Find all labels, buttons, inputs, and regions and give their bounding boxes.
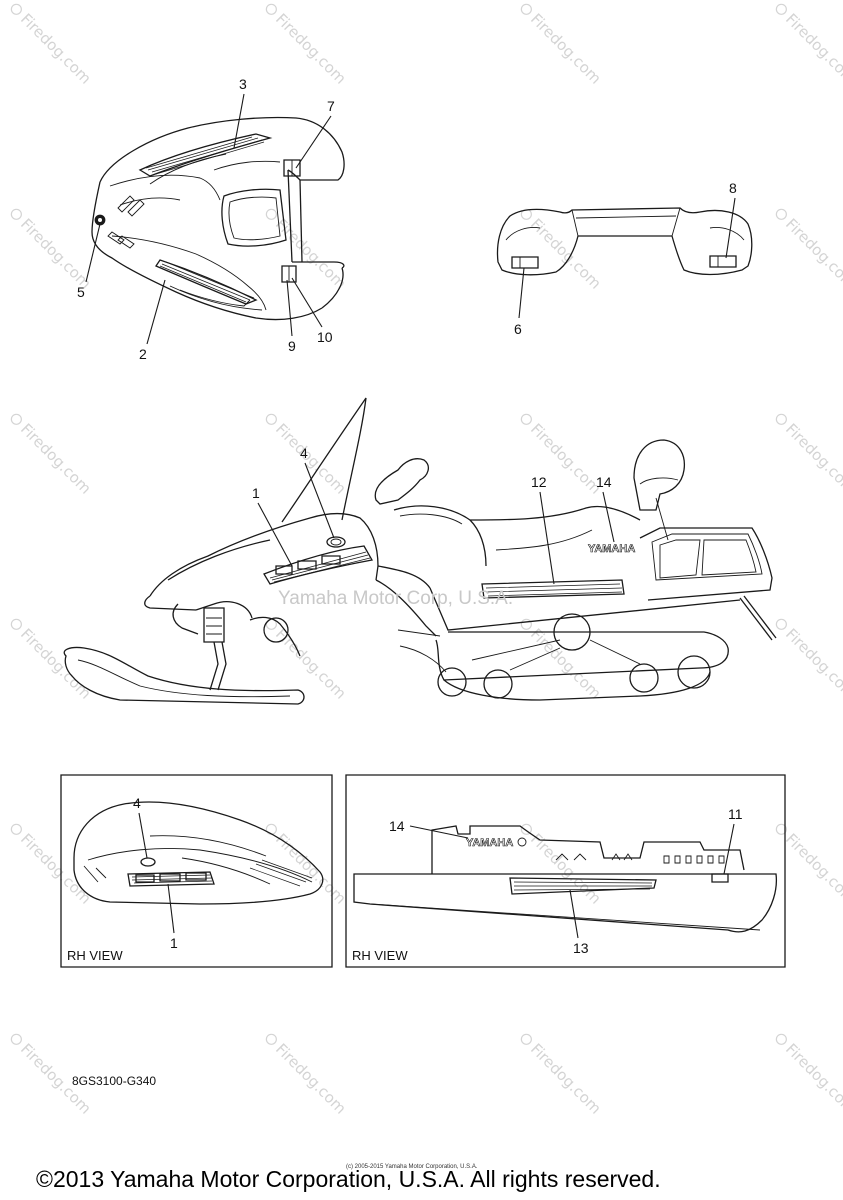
watermark-text: Firedog.com <box>782 625 843 703</box>
watermark-stamp: Firedog.com <box>771 1029 843 1118</box>
watermark-copyright-icon <box>264 412 278 426</box>
watermark-stamp: Firedog.com <box>6 409 95 498</box>
callout-5: 5 <box>77 284 85 300</box>
watermark-text: Firedog.com <box>527 625 605 703</box>
watermark-stamp: Firedog.com <box>6 614 95 703</box>
watermark-text: Firedog.com <box>782 10 843 88</box>
watermark-stamp: Firedog.com <box>516 409 605 498</box>
watermark-stamp: Firedog.com <box>6 204 95 293</box>
watermark-copyright-icon <box>774 2 788 16</box>
watermark-copyright-icon <box>519 1032 533 1046</box>
watermark-stamp: Firedog.com <box>261 819 350 908</box>
watermark-copyright-icon <box>774 207 788 221</box>
inset-left: 4 1 RH VIEW <box>61 775 332 967</box>
watermark-copyright-icon <box>264 2 278 16</box>
watermark-text: Firedog.com <box>272 215 350 293</box>
callout-7: 7 <box>327 98 335 114</box>
tiny-credit: (c) 2005-2015 Yamaha Motor Corporation, … <box>346 1164 478 1170</box>
hood-cowl-drawing <box>92 117 344 319</box>
watermark-stamp: Firedog.com <box>771 819 843 908</box>
watermark-stamp: Firedog.com <box>261 614 350 703</box>
watermark-copyright-icon <box>9 412 23 426</box>
watermark-stamp: Firedog.com <box>261 1029 350 1118</box>
main-view-callouts: 4 1 12 14 <box>252 445 614 584</box>
callout-3: 3 <box>239 76 247 92</box>
watermark-copyright-icon <box>9 2 23 16</box>
watermark-copyright-icon <box>9 617 23 631</box>
watermark-copyright-icon <box>774 1032 788 1046</box>
watermark-text: Firedog.com <box>782 420 843 498</box>
watermark-text: Firedog.com <box>17 215 95 293</box>
inset-left-callout-1: 1 <box>170 935 178 951</box>
callout-8: 8 <box>729 180 737 196</box>
watermark-stamp: Firedog.com <box>771 204 843 293</box>
callout-10: 10 <box>317 329 333 345</box>
watermark-stamp: Firedog.com <box>516 1029 605 1118</box>
watermark-copyright-icon <box>264 1032 278 1046</box>
watermark-stamp: Firedog.com <box>516 614 605 703</box>
callout-2: 2 <box>139 346 147 362</box>
watermark-text: Firedog.com <box>782 1040 843 1118</box>
watermark-stamp: Firedog.com <box>771 409 843 498</box>
watermark-copyright-icon <box>264 207 278 221</box>
watermark-text: Firedog.com <box>272 10 350 88</box>
watermark-stamp: Firedog.com <box>771 614 843 703</box>
watermark-copyright-icon <box>774 822 788 836</box>
center-watermark: Yamaha Motor Corp, U.S.A. <box>278 588 513 609</box>
watermark-stamp: Firedog.com <box>516 0 605 88</box>
inset-right-callout-11: 11 <box>728 806 743 822</box>
watermark-copyright-icon <box>519 617 533 631</box>
part-number: 8GS3100-G340 <box>72 1074 156 1088</box>
watermark-stamp: Firedog.com <box>771 0 843 88</box>
watermark-copyright-icon <box>9 822 23 836</box>
watermark-text: Firedog.com <box>17 10 95 88</box>
watermark-copyright-icon <box>264 822 278 836</box>
inset-right: YAMAHA 14 11 13 RH VIEW <box>346 775 785 967</box>
watermark-copyright-icon <box>774 412 788 426</box>
watermark-copyright-icon <box>9 207 23 221</box>
watermark-text: Firedog.com <box>272 420 350 498</box>
watermark-copyright-icon <box>9 1032 23 1046</box>
rear-bumper-drawing: 8 6 <box>498 180 752 337</box>
rear-vent-slots <box>664 856 724 863</box>
watermark-text: Firedog.com <box>17 625 95 703</box>
watermark-stamp: Firedog.com <box>261 204 350 293</box>
watermark-copyright-icon <box>519 412 533 426</box>
yamaha-emblem-inset: YAMAHA <box>466 837 513 849</box>
watermark-text: Firedog.com <box>527 10 605 88</box>
inset-right-callout-13: 13 <box>573 940 589 956</box>
inset-left-callout-4: 4 <box>133 795 141 811</box>
inset-right-label: RH VIEW <box>352 948 408 963</box>
callout-1-main: 1 <box>252 485 260 501</box>
callout-4-main: 4 <box>300 445 308 461</box>
snowmobile-side-view: YAMAHA <box>64 398 776 704</box>
watermark-text: Firedog.com <box>782 215 843 293</box>
callout-9: 9 <box>288 338 296 354</box>
watermark-copyright-icon <box>519 2 533 16</box>
watermark-stamp: Firedog.com <box>261 0 350 88</box>
inset-right-callout-14: 14 <box>389 818 405 834</box>
inset-left-label: RH VIEW <box>67 948 123 963</box>
watermark-copyright-icon <box>774 617 788 631</box>
watermark-text: Firedog.com <box>272 1040 350 1118</box>
watermark-stamp: Firedog.com <box>6 0 95 88</box>
watermark-stamp: Firedog.com <box>6 819 95 908</box>
watermark-text: Firedog.com <box>782 830 843 908</box>
callout-6: 6 <box>514 321 522 337</box>
hood-decal-blocks <box>276 556 340 574</box>
watermark-text: Firedog.com <box>527 1040 605 1118</box>
callout-14-main: 14 <box>596 474 612 490</box>
hood-callouts: 3 7 5 2 9 10 <box>77 76 335 362</box>
watermark-text: Firedog.com <box>527 215 605 293</box>
callout-12: 12 <box>531 474 547 490</box>
copyright-notice: ©2013 Yamaha Motor Corporation, U.S.A. A… <box>36 1166 661 1192</box>
yamaha-emblem-main: YAMAHA <box>588 543 635 555</box>
watermark-text: Firedog.com <box>17 420 95 498</box>
watermark-text: Firedog.com <box>17 830 95 908</box>
